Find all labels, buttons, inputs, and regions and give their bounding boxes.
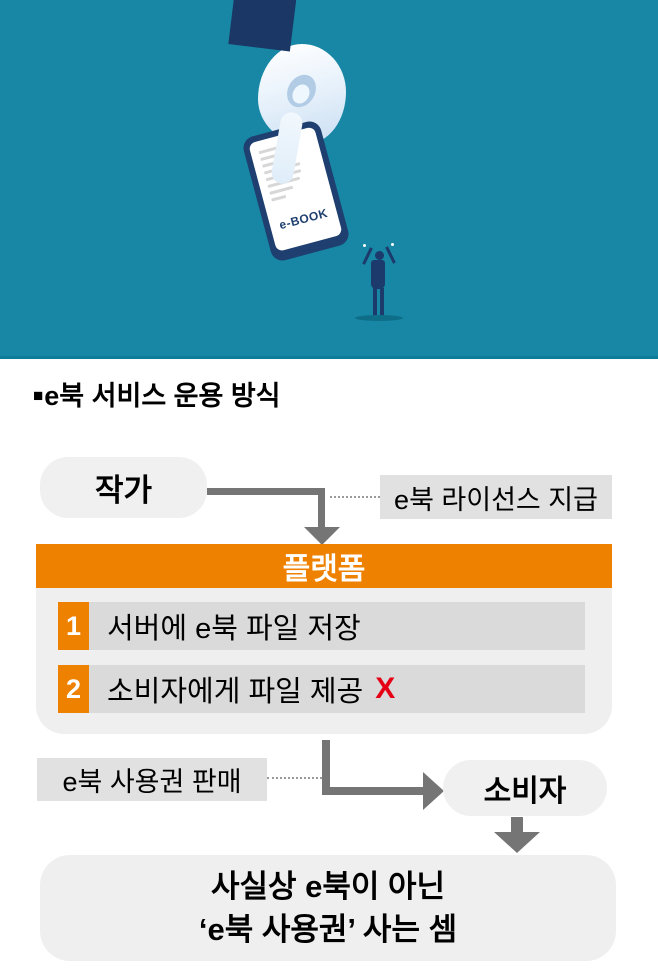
screen-text-line — [269, 185, 294, 195]
step-number-badge-2: 2 — [58, 665, 89, 713]
arm-sleeve — [228, 0, 298, 52]
connector-platform-vertical — [322, 740, 330, 795]
conclusion-line-1: 사실상 e북이 아닌 — [210, 869, 446, 904]
person-hand-left — [363, 244, 366, 247]
square-bullet-icon: ■ — [33, 386, 44, 405]
consumer-box: 소비자 — [443, 760, 607, 816]
dotted-line-sale — [267, 777, 322, 779]
person-leg-right — [380, 288, 384, 316]
hero-illustration: e-BOOK — [0, 0, 658, 359]
connector-author-horizontal — [207, 488, 325, 495]
person-torso — [371, 260, 385, 289]
conclusion-box: 사실상 e북이 아닌 ‘e북 사용권’ 사는 셈 — [40, 855, 616, 961]
author-label: 작가 — [94, 473, 153, 508]
step-row-1: 1 서버에 e북 파일 저장 — [58, 602, 585, 650]
person-head — [375, 251, 384, 260]
platform-box: 플랫폼 1 서버에 e북 파일 저장 2 소비자에게 파일 제공 X — [36, 544, 612, 734]
conclusion-line-2: ‘e북 사용권’ 사는 셈 — [198, 912, 458, 947]
person-arm-right — [385, 246, 396, 264]
section-title: ■e북 서비스 운용 방식 — [33, 374, 281, 413]
sale-note-label: e북 사용권 판매 — [62, 767, 242, 797]
connector-consumer-stem — [511, 817, 523, 833]
license-note-label: e북 라이선스 지급 — [394, 484, 598, 515]
step-text-2: 소비자에게 파일 제공 — [107, 676, 364, 708]
dotted-line-license — [330, 496, 380, 498]
sale-note-box: e북 사용권 판매 — [37, 758, 267, 801]
person-hand-right — [391, 243, 394, 246]
arrow-down-icon — [304, 527, 340, 545]
step-row-2: 2 소비자에게 파일 제공 X — [58, 665, 585, 713]
step-text-1: 서버에 e북 파일 저장 — [107, 613, 361, 645]
connector-author-vertical — [318, 488, 325, 528]
person-leg-left — [373, 288, 377, 316]
arrow-right-icon — [423, 772, 444, 810]
ground-shadow — [355, 315, 403, 321]
arrow-down-icon-2 — [494, 832, 540, 853]
author-box: 작가 — [40, 457, 207, 518]
license-note-box: e북 라이선스 지급 — [380, 475, 612, 519]
platform-header: 플랫폼 — [36, 544, 612, 588]
fail-x-mark: X — [375, 672, 396, 705]
ebook-label: e-BOOK — [277, 205, 330, 233]
connector-platform-horizontal — [322, 787, 423, 795]
platform-title: 플랫폼 — [282, 553, 366, 586]
section-title-text: e북 서비스 운용 방식 — [44, 381, 281, 411]
screen-text-line — [271, 194, 286, 202]
consumer-label: 소비자 — [483, 775, 567, 808]
step-number-badge-1: 1 — [58, 602, 89, 650]
